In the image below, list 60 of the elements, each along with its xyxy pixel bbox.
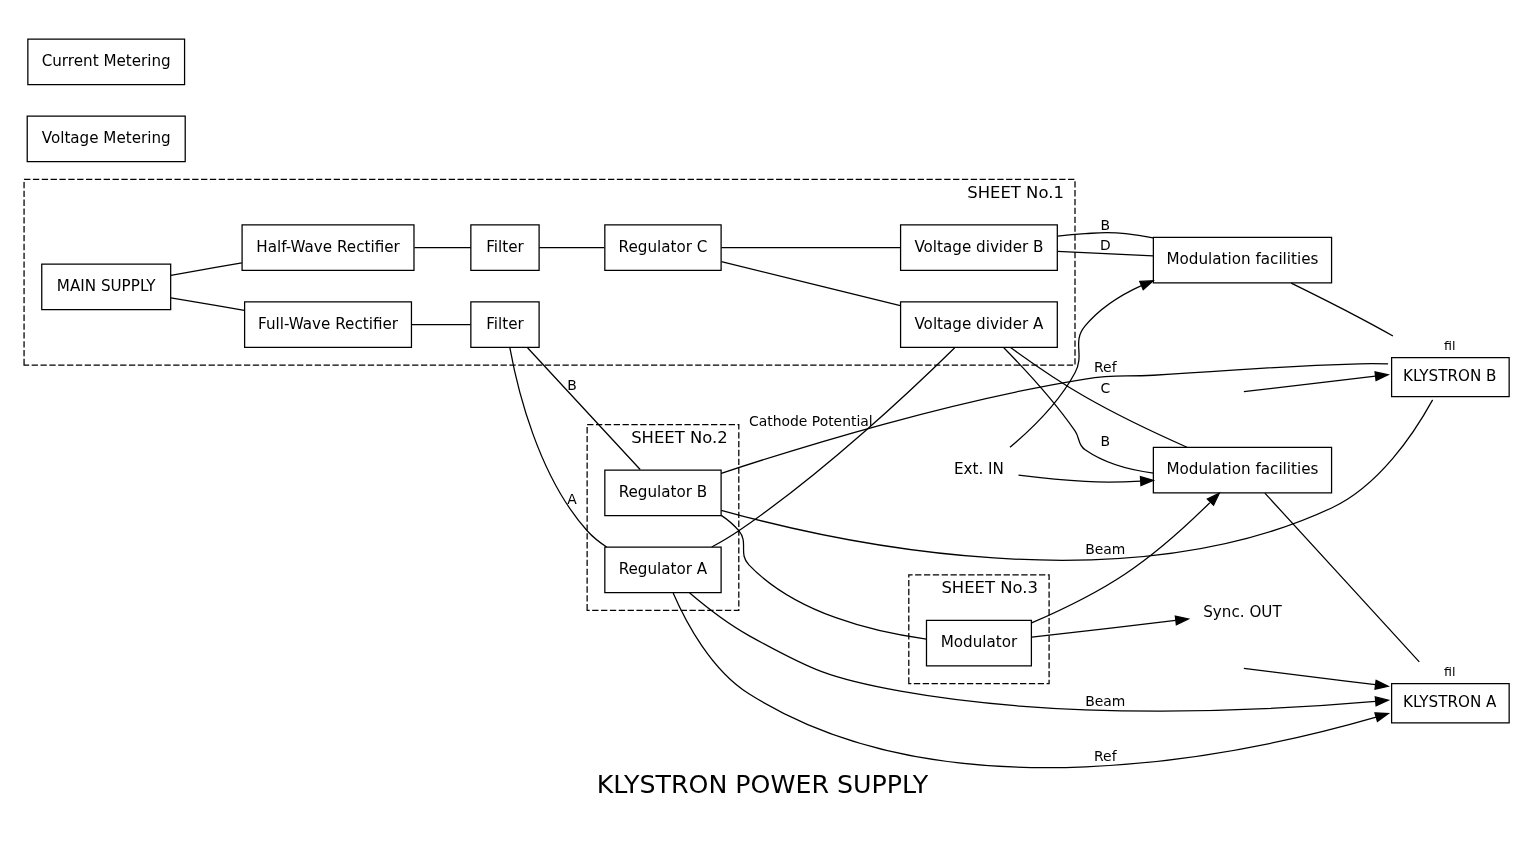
- node-text: Ext. IN: [953, 459, 1004, 478]
- connector: [170, 262, 243, 277]
- edge-label: Ref: [1094, 359, 1117, 376]
- connector: [720, 363, 1389, 474]
- node-box: Filter: [470, 224, 540, 271]
- node-box: Filter: [470, 301, 540, 349]
- node-box: Voltage Metering: [26, 115, 186, 163]
- edge-label: B: [1100, 432, 1111, 449]
- edge-label: Beam: [1085, 693, 1126, 710]
- node-box: KLYSTRON A: [1390, 683, 1510, 724]
- connector: [1056, 231, 1154, 239]
- connector: [1056, 250, 1154, 257]
- connector: [720, 514, 927, 640]
- node-label: fil: [1444, 337, 1456, 353]
- edge-label: B: [567, 377, 577, 394]
- node-box: Full-Wave Rectifier: [244, 301, 413, 349]
- connector: [526, 347, 641, 471]
- connector: [411, 324, 472, 326]
- connector: [720, 246, 901, 249]
- edge-label: Ref: [1094, 747, 1117, 764]
- connector: [711, 347, 956, 548]
- arrow: [672, 592, 1391, 769]
- node-box: KLYSTRON B: [1390, 356, 1510, 398]
- node-box: MAIN SUPPLY: [41, 263, 172, 311]
- arrow: [688, 592, 1391, 712]
- node-box: Voltage divider A: [899, 301, 1058, 349]
- connector: [1290, 282, 1394, 337]
- connector: [1009, 346, 1188, 448]
- connector: [170, 297, 245, 312]
- connector: [720, 399, 1434, 561]
- node-box: Voltage divider B: [899, 224, 1058, 271]
- node-box: Half-Wave Rectifier: [241, 224, 415, 271]
- connector: [413, 246, 472, 249]
- edge-label: Cathode Potential: [749, 412, 873, 429]
- node-box: Current Metering: [27, 38, 186, 86]
- connector: [538, 246, 605, 249]
- connector: [720, 261, 901, 307]
- node-label: fil: [1444, 664, 1456, 680]
- arrow: [1243, 371, 1390, 393]
- arrow: [1017, 474, 1156, 487]
- node-box: Regulator C: [604, 224, 722, 271]
- connector: [509, 346, 608, 548]
- edge-label: Beam: [1085, 541, 1126, 558]
- node-box: Regulator B: [604, 469, 722, 517]
- arrow: [1243, 667, 1390, 690]
- diagram-title: KLYSTRON POWER SUPPLY: [596, 770, 929, 800]
- node-box: Modulation facilities: [1152, 236, 1333, 284]
- node-text: Sync. OUT: [1203, 602, 1282, 621]
- edge-label: A: [567, 490, 577, 507]
- node-box: Regulator A: [604, 546, 722, 594]
- arrow: [1030, 491, 1221, 624]
- edge-label: C: [1100, 379, 1111, 396]
- arrow: [1031, 615, 1191, 638]
- edge-label: B: [1100, 216, 1111, 233]
- node-box: Modulator: [925, 619, 1033, 667]
- node-box: Modulation facilities: [1152, 446, 1333, 494]
- arrow: [1009, 279, 1155, 448]
- connector: [1264, 492, 1420, 663]
- edge-label: D: [1099, 236, 1111, 253]
- connector: [1003, 347, 1154, 474]
